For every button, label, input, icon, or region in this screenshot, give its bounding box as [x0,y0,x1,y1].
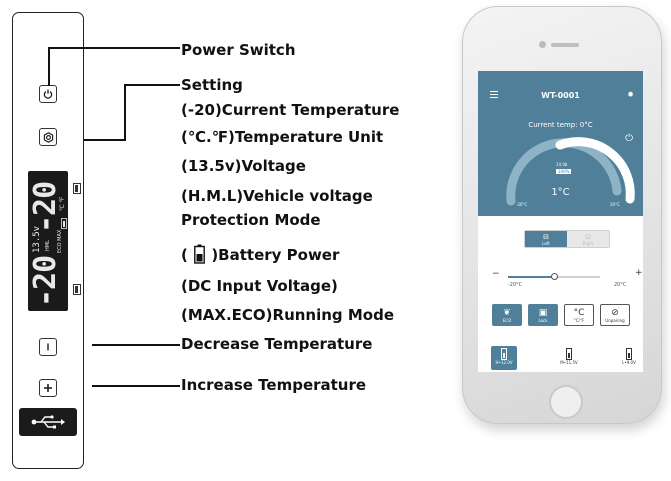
label-decrease-temperature: Decrease Temperature [181,335,373,353]
unpairing-button[interactable]: ⊘Unpairing [600,304,630,326]
zone-selector: ⊟Left ⊡Right [524,230,610,248]
usb-icon [31,415,65,429]
callout-decrease [92,344,180,346]
battery-high-button[interactable]: H•12.0V [491,346,517,370]
battery-low-button[interactable]: L•9.0V [616,346,642,370]
eco-mode-button[interactable]: ❦ECO [492,304,522,326]
battery-paren-open: ( [181,246,188,264]
label-dc-input-voltage: (DC Input Voltage) [181,277,338,295]
arc-badge: 100% [556,169,572,174]
indicator-square-top [73,183,81,194]
device-name: WT-0001 [541,91,580,100]
callout-power-horizontal [48,47,180,49]
label-setting: Setting [181,76,243,94]
leaf-icon: ❦ [503,307,511,318]
usb-port [19,408,77,436]
label-battery-power: ( )Battery Power [181,244,339,264]
lcd-battery-icon [61,218,67,229]
lock-button[interactable]: ▣Lock [528,304,558,326]
label-vehicle-voltage: (H.M.L)Vehicle voltage [181,187,373,205]
arc-small-value: 14.0b [556,162,568,167]
lock-icon: ▣ [538,307,548,318]
minus-icon [47,343,49,351]
home-button[interactable] [549,385,583,419]
zone-right-tab[interactable]: ⊡Right [567,231,609,247]
increase-button[interactable] [39,379,57,397]
plus-icon [44,384,52,392]
slider-plus[interactable]: + [635,268,643,278]
lcd-voltage: 13.5v [32,225,42,253]
phone-speaker [551,43,579,47]
phone-camera [539,41,546,48]
label-increase-temperature: Increase Temperature [181,376,367,394]
app-screen: WT-0001 ✹ Current temp: 0°C ⏻ 14.0b 100%… [478,71,643,372]
lcd-temp-left: -20 [28,255,63,307]
label-running-mode: (MAX.ECO)Running Mode [181,306,395,324]
decrease-button[interactable] [39,338,57,356]
app-header: WT-0001 ✹ Current temp: 0°C ⏻ 14.0b 100%… [478,71,643,216]
slider-knob[interactable] [550,273,558,280]
power-icon [43,89,53,99]
zone-left-tab[interactable]: ⊟Left [525,231,567,247]
link-icon: ⊘ [611,307,619,318]
lcd-display: -20 -20 13.5v HML ECO MAX ℃ ℉ [28,171,68,311]
app-power-icon[interactable]: ⏻ [625,133,633,144]
slider-max-label: 20°C [614,282,627,288]
lcd-mode: ECO MAX [57,229,63,253]
callout-increase [92,385,180,387]
callout-power-vertical [48,48,50,86]
slider-min-label: -20°C [508,282,523,288]
label-temperature-unit: (℃.℉)Temperature Unit [181,128,384,146]
label-power-switch: Power Switch [181,41,296,59]
battery-label-text: )Battery Power [211,246,340,264]
control-panel: -20 -20 13.5v HML ECO MAX ℃ ℉ [12,12,84,469]
unit-toggle-button[interactable]: °C°C/°F [564,304,594,326]
temperature-slider[interactable] [508,273,600,280]
callout-setting-horizontal [84,139,126,141]
arc-max: 20°C [610,202,620,207]
gear-icon[interactable]: ✹ [627,90,634,99]
menu-icon[interactable] [490,91,498,100]
setting-icon [43,131,53,143]
label-voltage: (13.5v)Voltage [181,157,306,175]
callout-setting-top [124,84,180,86]
arc-temperature: 1°C [551,187,570,198]
setting-button[interactable] [39,128,57,146]
callout-setting-vertical [124,84,126,141]
arc-min: -20°C [516,202,528,207]
temperature-arc [506,137,635,206]
label-current-temperature: (-20)Current Temperature [181,101,400,119]
indicator-square-bottom [73,284,81,295]
battery-medium-button[interactable]: M•11.5V [556,346,582,370]
battery-icon [194,244,205,264]
current-temp-readout: Current temp: 0°C [528,121,593,129]
power-button[interactable] [39,85,57,103]
lcd-unit: ℃ ℉ [59,196,66,211]
slider-minus[interactable]: − [492,269,500,279]
lcd-hml: HML [45,240,51,251]
slider-fill [508,276,554,278]
label-protection-mode: Protection Mode [181,211,321,229]
